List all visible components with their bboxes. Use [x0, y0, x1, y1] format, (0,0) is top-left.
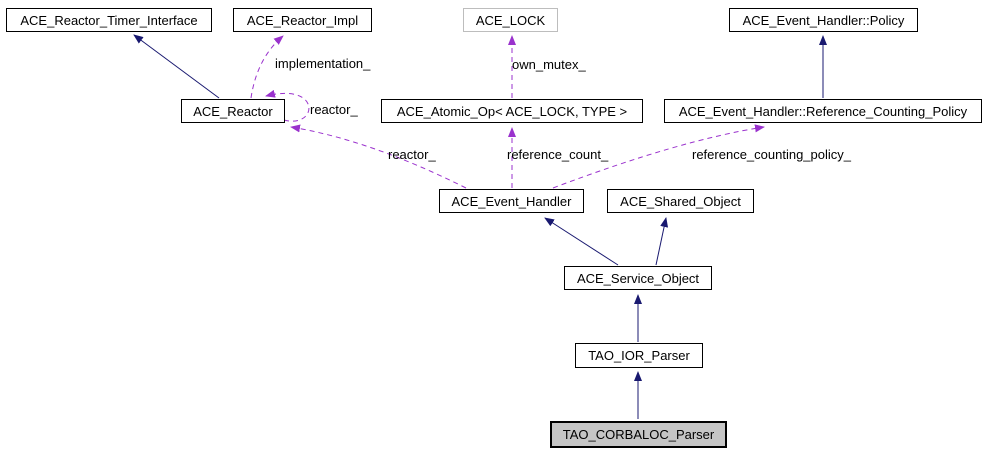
node-ace-lock: ACE_LOCK — [463, 8, 558, 32]
node-ace-reactor[interactable]: ACE_Reactor — [181, 99, 285, 123]
usage-arrow-reactor — [290, 124, 467, 189]
usage-arrow-reactor-self-loop — [265, 89, 310, 122]
inheritance-arrow-reactor-to-timer-interface — [133, 34, 220, 99]
edge-label-reactor-usage: reactor_ — [388, 147, 436, 162]
node-ace-event-handler[interactable]: ACE_Event_Handler — [439, 189, 584, 213]
node-ace-event-handler-reference-counting-policy[interactable]: ACE_Event_Handler::Reference_Counting_Po… — [664, 99, 982, 123]
edge-label-implementation: implementation_ — [275, 56, 371, 71]
node-ace-shared-object[interactable]: ACE_Shared_Object — [607, 189, 754, 213]
inheritance-arrow-serviceobject-to-sharedobject — [655, 217, 669, 266]
edge-label-reference-counting-policy: reference_counting_policy_ — [692, 147, 851, 162]
edge-label-reference-count: reference_count_ — [507, 147, 609, 162]
node-ace-event-handler-policy[interactable]: ACE_Event_Handler::Policy — [729, 8, 918, 32]
node-ace-service-object[interactable]: ACE_Service_Object — [564, 266, 712, 290]
edge-label-own-mutex: own_mutex_ — [512, 57, 586, 72]
node-tao-corbaloc-parser: TAO_CORBALOC_Parser — [550, 421, 727, 448]
node-ace-reactor-timer-interface[interactable]: ACE_Reactor_Timer_Interface — [6, 8, 212, 32]
inheritance-arrow-serviceobject-to-eventhandler — [544, 217, 619, 266]
node-ace-atomic-op[interactable]: ACE_Atomic_Op< ACE_LOCK, TYPE > — [381, 99, 643, 123]
edge-label-reactor-self: reactor_ — [310, 102, 358, 117]
usage-arrow-implementation — [250, 35, 284, 99]
usage-arrow-reference-counting-policy — [552, 124, 765, 189]
node-ace-reactor-impl[interactable]: ACE_Reactor_Impl — [233, 8, 372, 32]
node-tao-ior-parser[interactable]: TAO_IOR_Parser — [575, 343, 703, 368]
